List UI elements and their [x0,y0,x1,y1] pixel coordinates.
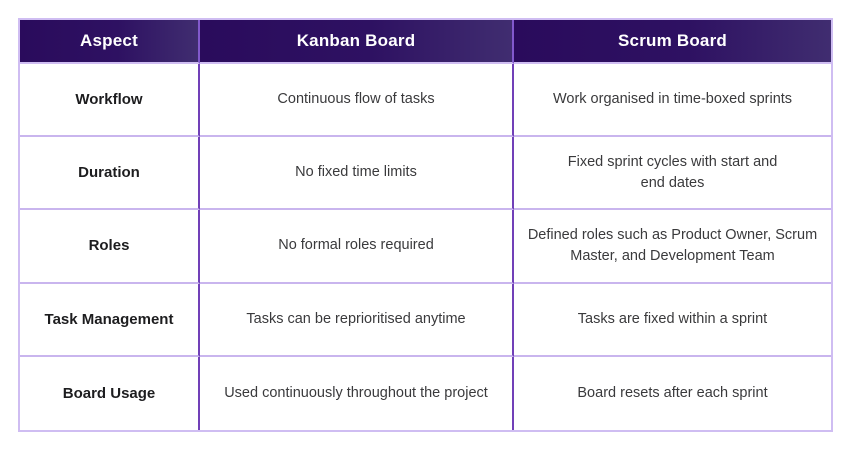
row-task-management-aspect: Task Management [20,283,200,357]
row-workflow-kanban: Continuous flow of tasks [200,64,514,138]
row-duration-aspect: Duration [20,137,200,211]
row-workflow-scrum: Work organised in time-boxed sprints [514,64,831,138]
header-aspect: Aspect [20,20,200,64]
row-board-usage-aspect: Board Usage [20,356,200,430]
row-workflow-aspect: Workflow [20,64,200,138]
row-board-usage-scrum: Board resets after each sprint [577,384,768,401]
row-roles-aspect: Roles [20,210,200,284]
kanban-vs-scrum-table: Aspect Kanban Board Scrum Board Workflow… [18,18,833,432]
row-roles-kanban: No formal roles required [200,210,514,284]
row-task-management-kanban: Tasks can be reprioritised anytime [200,283,514,357]
row-duration-scrum: Fixed sprint cycles with start and end d… [514,137,831,211]
row-roles-scrum: Defined roles such as Product Owner, Scr… [514,210,831,284]
header-kanban-board: Kanban Board [200,20,514,64]
row-duration-kanban: No fixed time limits [200,137,514,211]
header-scrum-board: Scrum Board [514,20,831,64]
row-task-management-scrum: Tasks are fixed within a sprint [514,284,831,357]
row-board-usage-kanban: Used continuously throughout the project [200,356,514,430]
